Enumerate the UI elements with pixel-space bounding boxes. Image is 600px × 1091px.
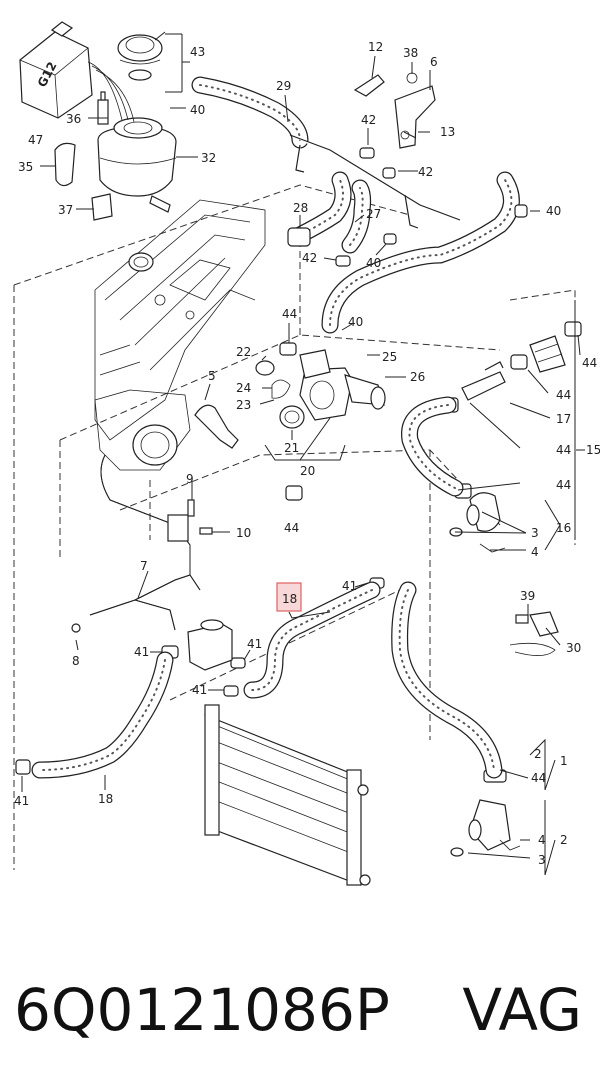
label-1: 1 bbox=[560, 754, 568, 768]
metal-pipe-7 bbox=[71, 454, 213, 633]
leader-lines bbox=[21, 31, 585, 876]
label-41e: 41 bbox=[14, 794, 29, 808]
label-40: 40 bbox=[190, 103, 205, 117]
label-4a: 4 bbox=[531, 545, 539, 559]
label-7: 7 bbox=[140, 559, 148, 573]
label-39: 39 bbox=[520, 589, 535, 603]
label-13: 13 bbox=[440, 125, 455, 139]
label-28: 28 bbox=[293, 201, 308, 215]
label-12: 12 bbox=[368, 40, 383, 54]
hose-15 bbox=[401, 396, 464, 497]
label-11: 18 bbox=[282, 592, 297, 606]
label-40d: 40 bbox=[348, 315, 363, 329]
label-21: 21 bbox=[284, 441, 299, 455]
label-10: 10 bbox=[236, 526, 251, 540]
label-41b: 41 bbox=[134, 645, 149, 659]
sensor-36 bbox=[97, 91, 109, 125]
coolant-flange-assembly bbox=[255, 349, 386, 429]
label-32: 32 bbox=[201, 151, 216, 165]
part-number: 6Q0121086P bbox=[14, 976, 390, 1044]
label-8: 8 bbox=[72, 654, 80, 668]
label-40c: 40 bbox=[366, 256, 381, 270]
label-2b: 2 bbox=[560, 833, 568, 847]
label-35: 35 bbox=[18, 160, 33, 174]
label-2a: 2 bbox=[534, 747, 542, 761]
hose-short-right bbox=[529, 335, 566, 373]
metal-pipe-upper bbox=[289, 134, 461, 229]
bracket-assembly-6 bbox=[394, 72, 436, 149]
pipe-17 bbox=[461, 361, 506, 401]
elbow-lower bbox=[450, 799, 521, 857]
coolant-system-parts-diagram: G12 bbox=[13, 21, 600, 886]
label-26: 25 bbox=[382, 350, 397, 364]
callout-labels: 43 47 36 40 32 35 37 29 12 38 6 42 13 42… bbox=[14, 40, 600, 867]
reservoir-small bbox=[187, 619, 233, 671]
label-41c: 41 bbox=[247, 637, 262, 651]
hose-28 bbox=[287, 171, 352, 247]
bracket-30 bbox=[509, 611, 559, 656]
label-23: 23 bbox=[236, 398, 251, 412]
hose-29 bbox=[191, 76, 309, 149]
label-44-b: 44 bbox=[556, 388, 571, 402]
label-33: 43 bbox=[190, 45, 205, 59]
hose-18 bbox=[31, 651, 174, 779]
label-3b: 3 bbox=[538, 853, 546, 867]
label-41d: 41 bbox=[192, 683, 207, 697]
label-20: 20 bbox=[300, 464, 315, 478]
hose-1-large bbox=[391, 581, 503, 779]
radiator bbox=[204, 704, 371, 886]
label-17: 17 bbox=[556, 412, 571, 426]
label-16: 16 bbox=[556, 521, 571, 535]
label-44-f: 44 bbox=[531, 771, 546, 785]
label-22: 22 bbox=[236, 345, 251, 359]
label-3a: 3 bbox=[531, 526, 539, 540]
pipe-5 bbox=[194, 404, 239, 449]
brand-name: VAG bbox=[462, 976, 582, 1044]
label-25: 26 bbox=[410, 370, 425, 384]
label-44-d: 44 bbox=[556, 478, 571, 492]
label-5: 5 bbox=[208, 369, 216, 383]
clip-35 bbox=[54, 142, 76, 187]
hose-11-highlighted bbox=[243, 581, 381, 699]
hose-right-upper bbox=[321, 171, 520, 334]
label-4b: 4 bbox=[538, 833, 546, 847]
label-9: 9 bbox=[186, 472, 194, 486]
label-29: 29 bbox=[276, 79, 291, 93]
label-18-text: 18 bbox=[98, 792, 113, 806]
label-41a: 41 bbox=[342, 579, 357, 593]
bracket-37 bbox=[91, 193, 113, 221]
hose-27 bbox=[341, 179, 372, 254]
label-44-e: 44 bbox=[284, 521, 299, 535]
label-44-c: 44 bbox=[556, 443, 571, 457]
label-42: 42 bbox=[361, 113, 376, 127]
footer: 6Q0121086P VAG bbox=[0, 960, 600, 1070]
elbow-16 bbox=[449, 492, 506, 553]
label-30: 30 bbox=[566, 641, 581, 655]
label-42c: 42 bbox=[302, 251, 317, 265]
expansion-tank bbox=[87, 34, 177, 213]
label-36: 36 bbox=[66, 112, 81, 126]
label-44-top: 44 bbox=[582, 356, 597, 370]
label-43: 44 bbox=[282, 307, 297, 321]
label-42b: 42 bbox=[418, 165, 433, 179]
label-37: 37 bbox=[58, 203, 73, 217]
label-24: 24 bbox=[236, 381, 251, 395]
coolant-bottle-g12: G12 bbox=[19, 21, 93, 119]
label-6: 6 bbox=[430, 55, 438, 69]
bracket-12 bbox=[353, 74, 385, 97]
engine-block bbox=[94, 199, 266, 471]
label-15: 15 bbox=[586, 443, 600, 457]
label-38: 38 bbox=[403, 46, 418, 60]
label-40b: 40 bbox=[546, 204, 561, 218]
label-27: 27 bbox=[366, 207, 381, 221]
highlight-box-11 bbox=[276, 582, 302, 612]
label-47: 47 bbox=[28, 133, 43, 147]
